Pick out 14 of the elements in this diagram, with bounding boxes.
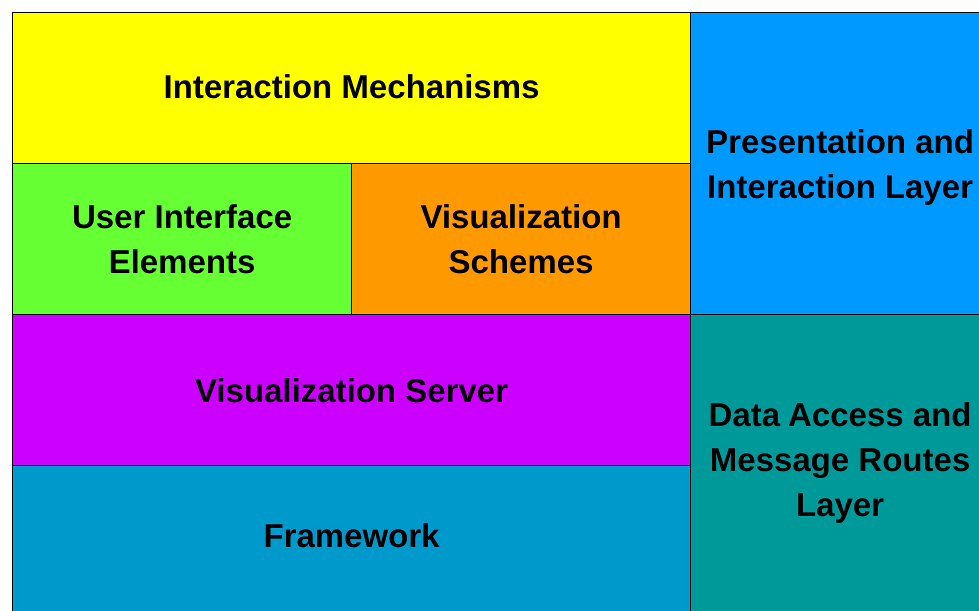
block-label: User Interface Elements: [70, 197, 294, 282]
block-label: Interaction Mechanisms: [164, 66, 540, 106]
block-label: Presentation and Interaction Layer: [705, 122, 975, 207]
block-label: Data Access and Message Routes Layer: [708, 395, 972, 525]
block-label: Visualization Schemes: [419, 197, 623, 282]
layer-block: [12, 163, 352, 315]
layer-block: [690, 12, 979, 315]
layer-block: [12, 465, 691, 611]
layer-block: [12, 314, 691, 466]
layer-block: [690, 314, 979, 611]
block-label: Framework: [263, 516, 440, 556]
layer-block: [12, 12, 691, 164]
block-label: Visualization Server: [194, 370, 508, 410]
layer-block: [351, 163, 691, 315]
